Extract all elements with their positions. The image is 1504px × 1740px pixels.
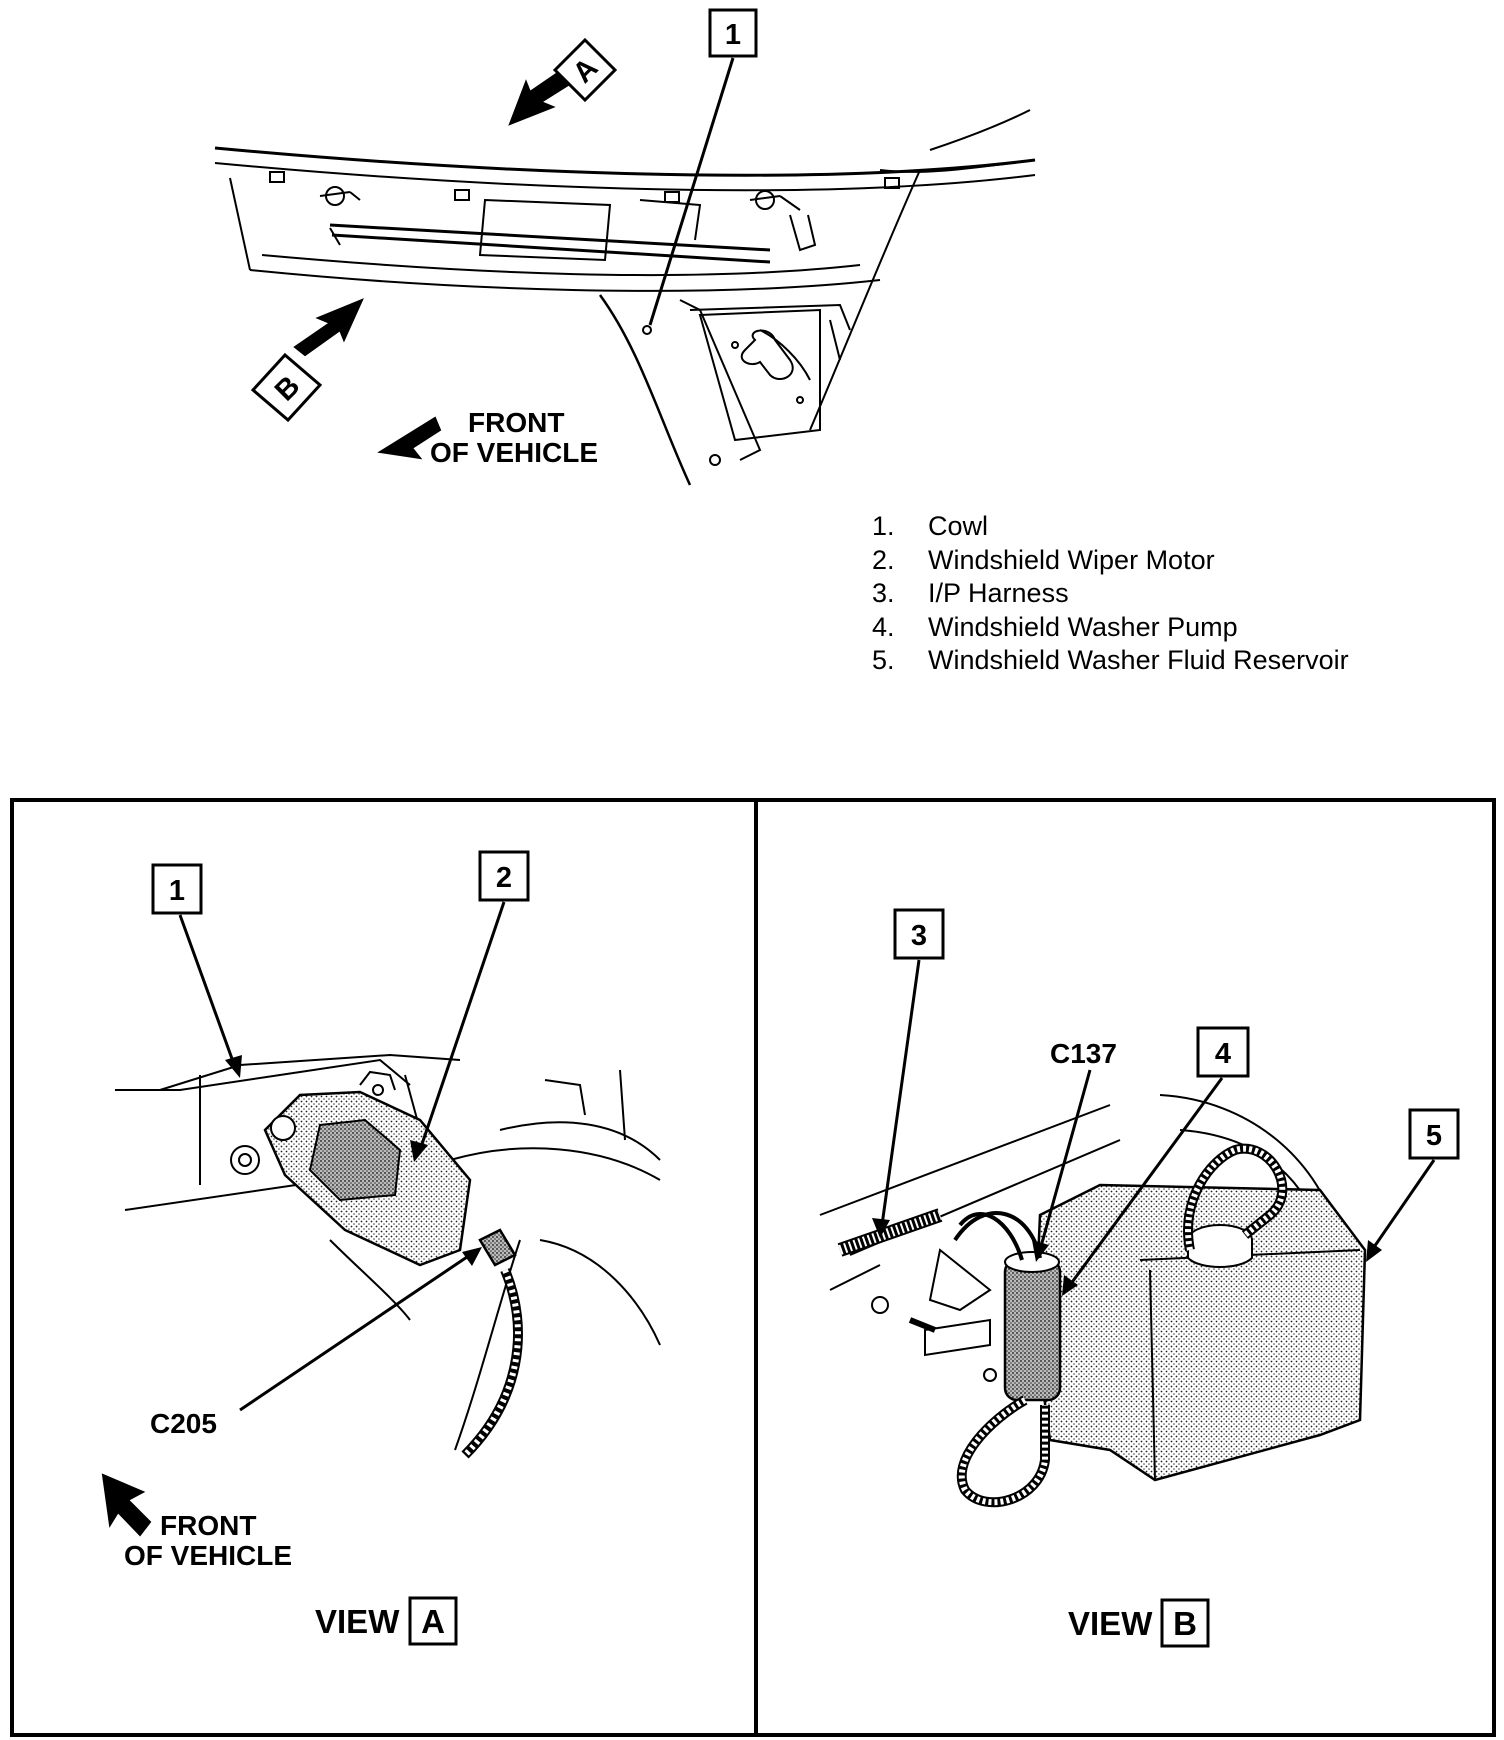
view-a-title: VIEW A xyxy=(315,1596,458,1646)
legend-item-number: 1. xyxy=(872,511,895,541)
top-front-of-vehicle: FRONT OF VEHICLE xyxy=(377,407,598,468)
view-b-title: VIEW B xyxy=(1068,1598,1210,1648)
view-a-front-line2: OF VEHICLE xyxy=(124,1540,292,1571)
view-b-callout-4-number: 4 xyxy=(1215,1038,1231,1070)
legend-item-number: 3. xyxy=(872,578,895,608)
legend-item: 3. I/P Harness xyxy=(872,577,1432,611)
view-a-marker: A xyxy=(508,37,618,126)
legend-item-label: Cowl xyxy=(928,511,989,541)
view-b-callout-3: 3 xyxy=(872,908,945,1238)
top-callout-1: 1 xyxy=(642,8,758,335)
legend-item-number: 2. xyxy=(872,544,895,575)
legend-item-label: Windshield Wiper Motor xyxy=(928,544,1215,575)
view-a-letter: A xyxy=(421,1603,445,1640)
view-b-illustration xyxy=(819,1094,1367,1508)
view-a-callout-2: 2 xyxy=(410,850,530,1162)
view-a-front-line1: FRONT xyxy=(160,1510,256,1541)
top-front-line1: FRONT xyxy=(468,407,564,438)
view-b-callout-5-number: 5 xyxy=(1426,1120,1442,1152)
parts-legend: 1. Cowl 2. Windshield Wiper Motor 3. I/P… xyxy=(872,510,1432,678)
legend-item-label: Windshield Washer Pump xyxy=(928,611,1238,642)
c205-text: C205 xyxy=(150,1408,217,1439)
view-a-callout-1-number: 1 xyxy=(169,875,185,907)
legend-item: 5. Windshield Washer Fluid Reservoir xyxy=(872,644,1432,678)
legend-item: 4. Windshield Washer Pump xyxy=(872,611,1432,645)
view-b-arrow xyxy=(293,298,364,357)
overview-illustration xyxy=(214,109,1036,486)
view-a-front-arrow-icon xyxy=(101,1473,152,1537)
legend-item-number: 5. xyxy=(872,645,895,675)
view-a-callout-1: 1 xyxy=(151,863,242,1078)
view-a-illustration xyxy=(115,1053,661,1459)
legend-item: 1. Cowl xyxy=(872,510,1432,544)
top-callout-1-number: 1 xyxy=(725,19,741,51)
view-b-marker: B xyxy=(250,298,364,423)
view-b-callout-3-number: 3 xyxy=(911,920,927,952)
view-b-callout-5: 5 xyxy=(1366,1108,1460,1262)
view-a-callout-2-number: 2 xyxy=(496,862,512,894)
top-front-line2: OF VEHICLE xyxy=(430,437,598,468)
legend-item-label: Windshield Washer Fluid Reservoir xyxy=(928,645,1349,675)
c205-label: C205 xyxy=(150,1247,482,1439)
view-b-letter: B xyxy=(1173,1605,1197,1642)
legend-item: 2. Windshield Wiper Motor xyxy=(872,544,1432,578)
view-b-word: VIEW xyxy=(1068,1605,1153,1642)
view-a-word: VIEW xyxy=(315,1603,400,1640)
c137-label: C137 xyxy=(1032,1038,1117,1262)
view-b-callout-4: 4 xyxy=(1062,1026,1250,1296)
legend-item-label: I/P Harness xyxy=(928,578,1069,608)
c137-text: C137 xyxy=(1050,1038,1117,1069)
view-a-front-of-vehicle: FRONT OF VEHICLE xyxy=(101,1473,292,1571)
view-panels-frame xyxy=(10,798,1496,1737)
legend-item-number: 4. xyxy=(872,611,895,642)
front-arrow-icon xyxy=(377,416,442,460)
